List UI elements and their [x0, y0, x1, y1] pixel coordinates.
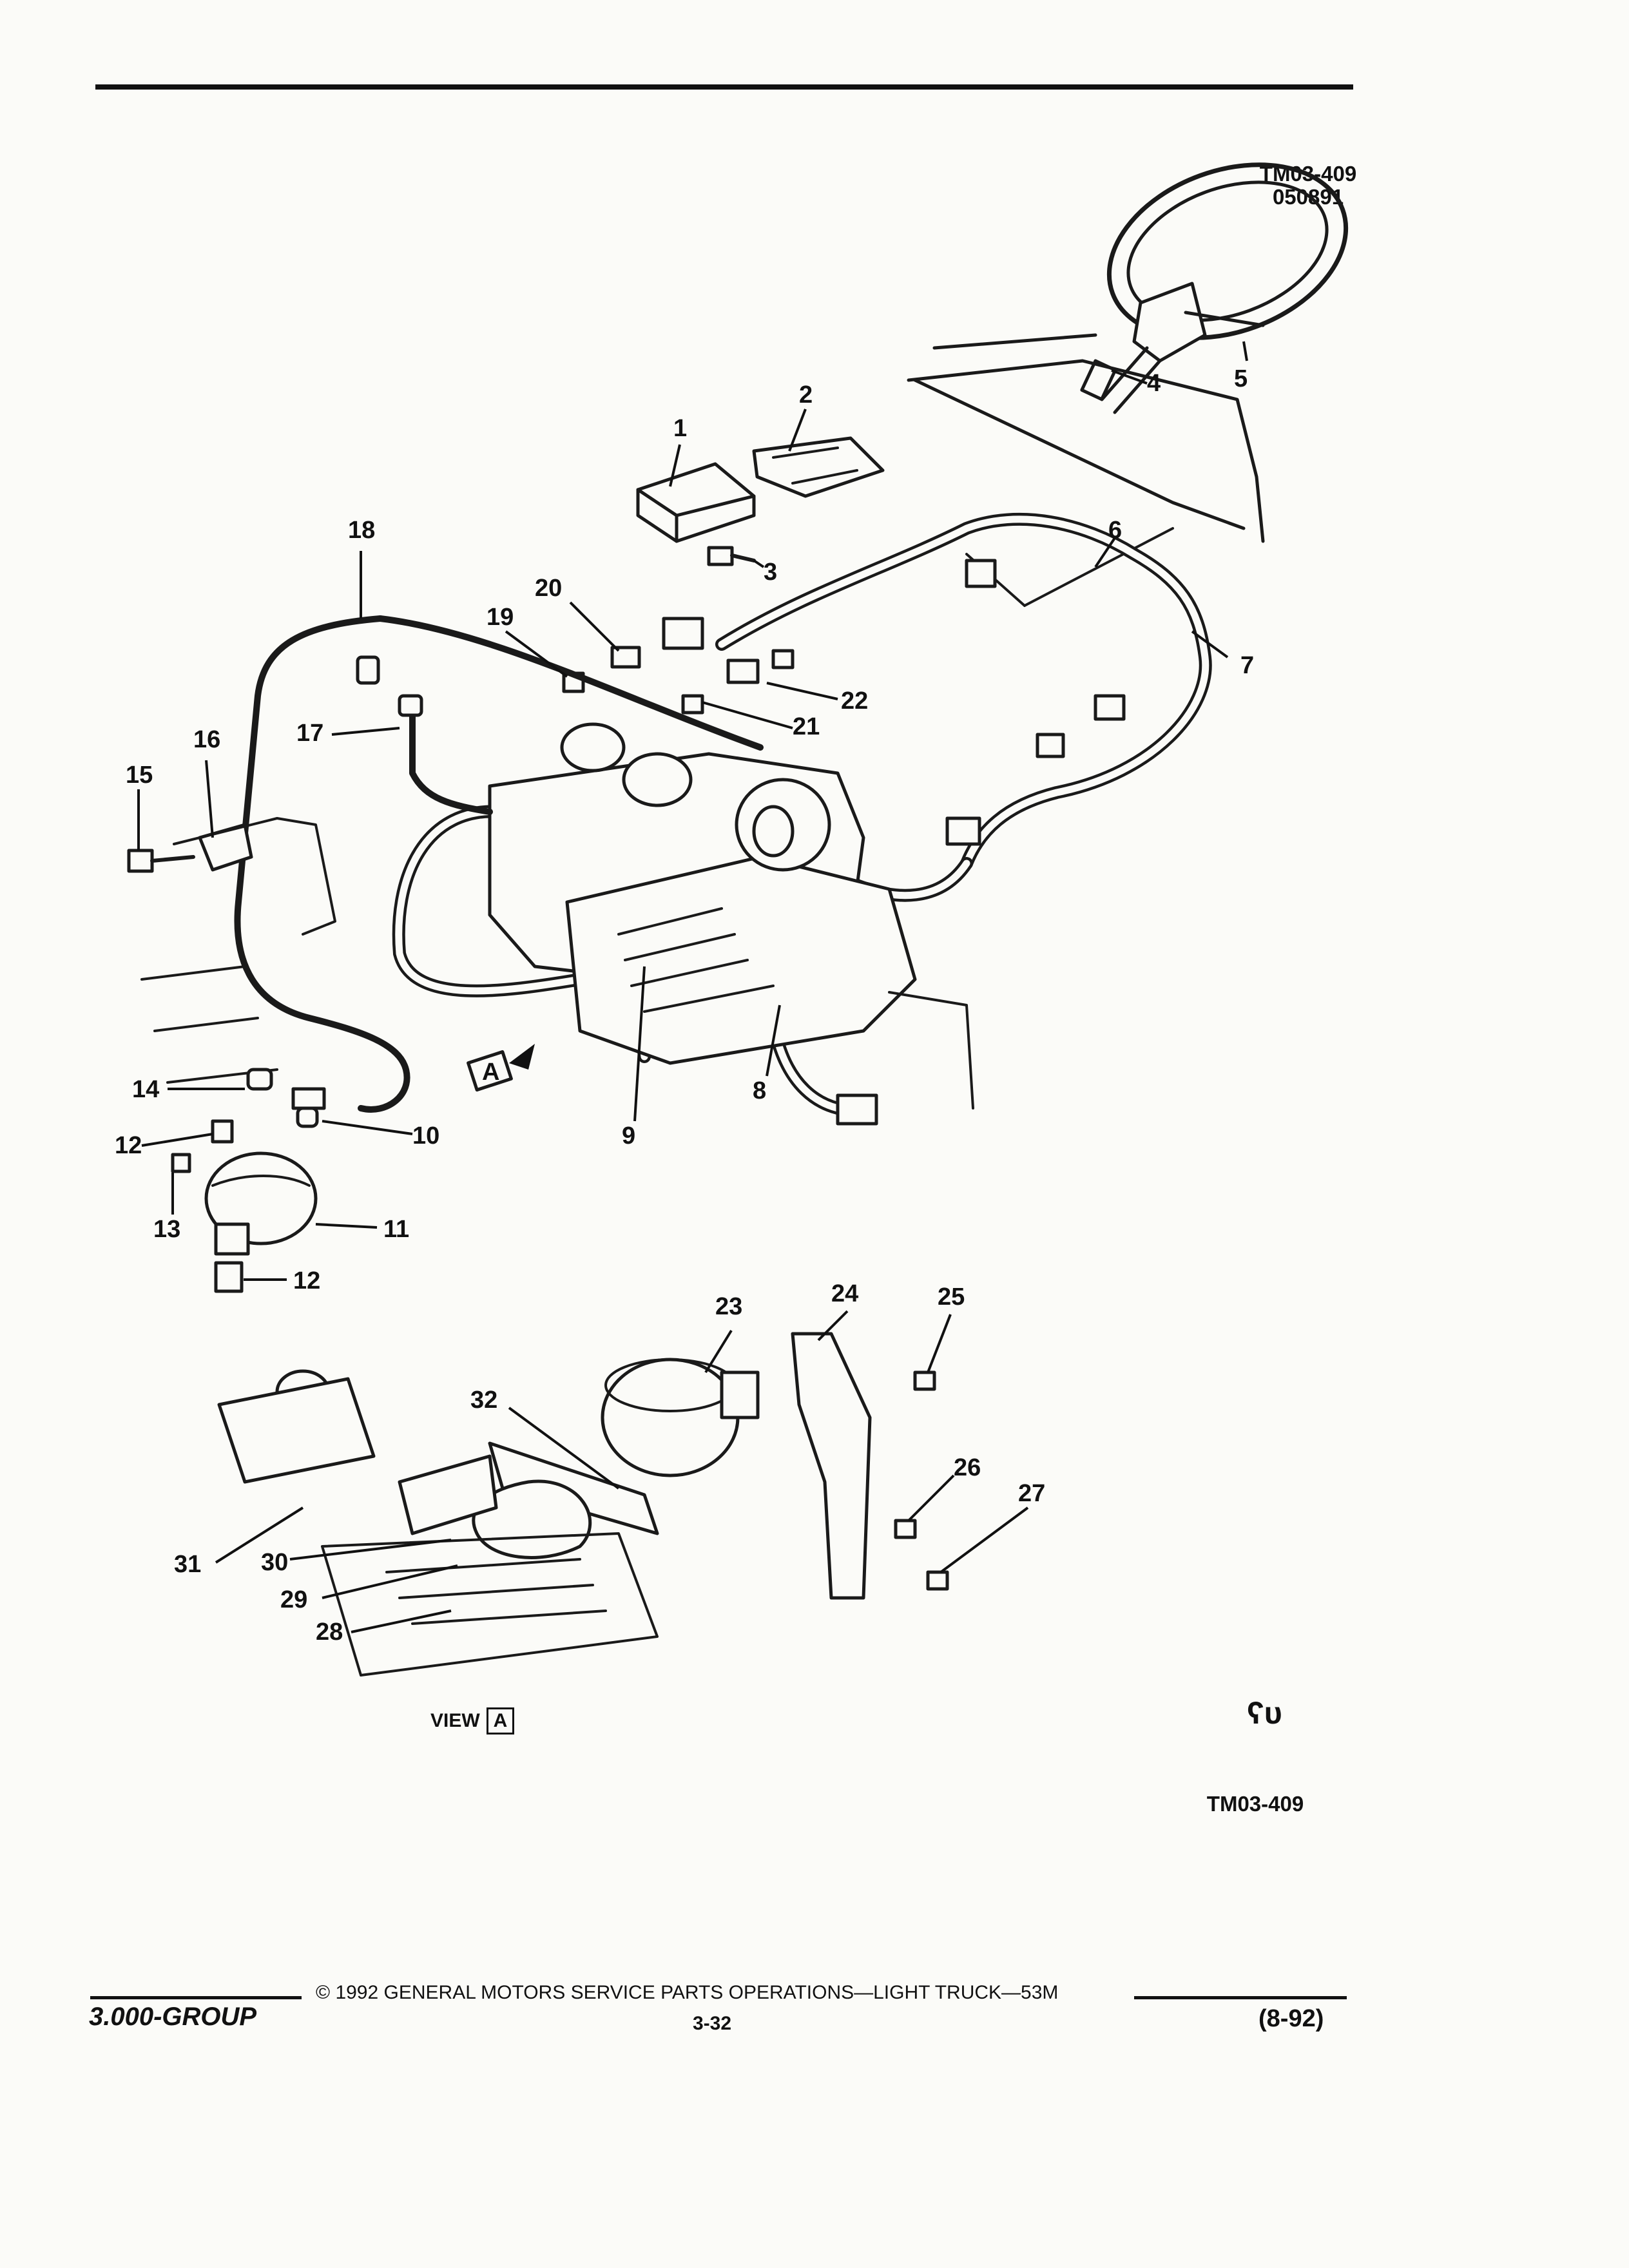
callout-8: 8 [753, 1077, 766, 1104]
callout-11: 11 [383, 1216, 409, 1243]
callout-32: 32 [470, 1387, 497, 1414]
gm-spo-logo: ʕᴜ [1247, 1696, 1282, 1731]
view-label-text: VIEW [430, 1710, 480, 1731]
figure-code-bottom: TM03-409 [1206, 1792, 1304, 1816]
callout-19: 19 [487, 604, 514, 631]
view-letter-box: A [486, 1707, 515, 1735]
callout-12b: 12 [293, 1267, 320, 1294]
svg-text:A: A [482, 1059, 499, 1086]
callout-24: 24 [831, 1280, 858, 1307]
callout-26: 26 [954, 1454, 981, 1481]
callout-29: 29 [280, 1586, 307, 1613]
footer-rule-right [1134, 1996, 1347, 1999]
callout-18: 18 [348, 517, 375, 544]
callout-30: 30 [261, 1549, 288, 1576]
date-code: (8-92) [1258, 2005, 1324, 2032]
callout-21: 21 [793, 713, 820, 740]
mounting-bracket [752, 436, 885, 498]
engine [488, 722, 974, 1110]
bracket-16 [127, 823, 253, 873]
dash-panel [907, 333, 1265, 607]
callout-6: 6 [1108, 517, 1122, 544]
callout-4: 4 [1147, 370, 1161, 397]
callout-27: 27 [1018, 1480, 1045, 1507]
callout-9: 9 [622, 1122, 635, 1149]
connectors [562, 617, 795, 715]
callout-25: 25 [938, 1283, 965, 1311]
callout-7: 7 [1240, 652, 1254, 679]
page-number: 3-32 [693, 2013, 732, 2034]
callout-labels: 1 2 3 4 5 6 7 8 9 10 11 12 12 13 14 15 1… [115, 365, 1254, 1646]
view-a-detail [217, 1332, 949, 1677]
group-label: 3.000-GROUP [89, 2003, 257, 2031]
callout-23: 23 [715, 1293, 742, 1320]
footer-rule-left [90, 1996, 302, 1999]
callout-14: 14 [132, 1076, 159, 1103]
callout-5: 5 [1234, 365, 1248, 392]
view-label: VIEW A [430, 1707, 515, 1735]
bolt-3 [707, 546, 756, 566]
callout-28: 28 [316, 1619, 343, 1646]
callout-20: 20 [535, 575, 562, 602]
steering-wheel [1080, 162, 1349, 414]
callout-31: 31 [174, 1551, 201, 1578]
callout-3: 3 [764, 559, 777, 586]
vacuum-tank [171, 1068, 326, 1293]
callout-13: 13 [153, 1216, 180, 1243]
callout-10: 10 [412, 1122, 439, 1149]
control-module [636, 462, 756, 543]
callout-16: 16 [193, 726, 220, 753]
callout-17: 17 [296, 720, 323, 747]
top-rule [95, 84, 1353, 90]
callout-1: 1 [673, 415, 687, 442]
callout-22: 22 [841, 687, 868, 715]
copyright-line: © 1992 GENERAL MOTORS SERVICE PARTS OPER… [316, 1982, 1059, 2003]
callout-12a: 12 [115, 1132, 142, 1159]
callout-15: 15 [126, 762, 153, 789]
leader-lines [137, 341, 1248, 1633]
callout-2: 2 [799, 381, 813, 408]
view-a-arrow: A [467, 1044, 535, 1092]
